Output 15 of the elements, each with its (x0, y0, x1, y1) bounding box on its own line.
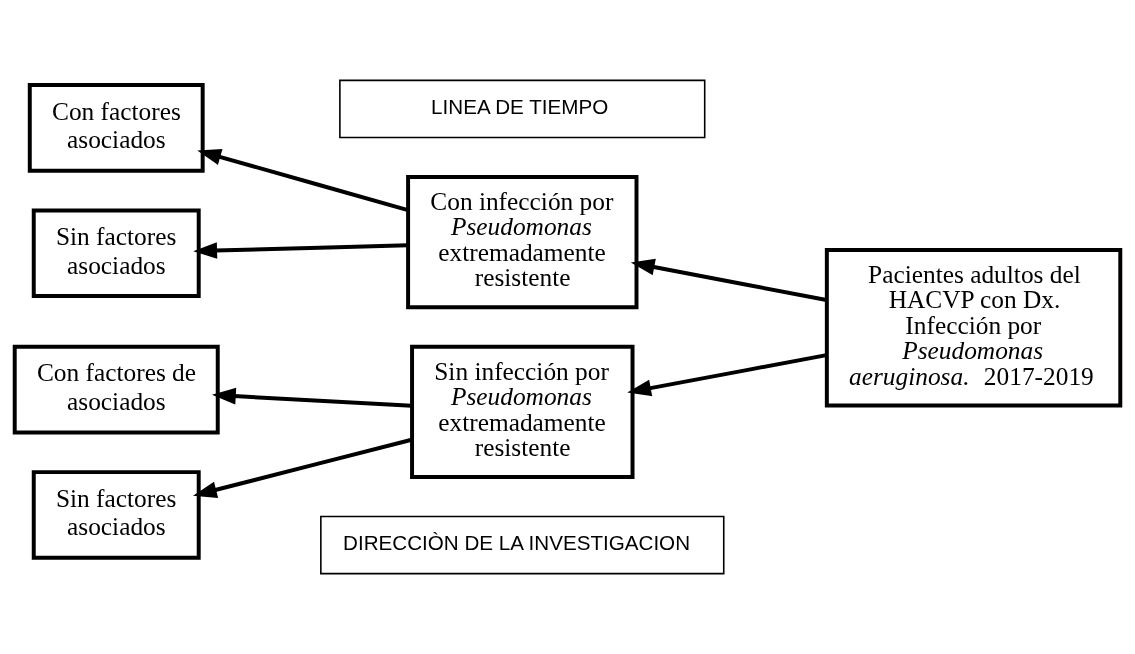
arrow (197, 148, 409, 213)
arrow (630, 258, 827, 302)
node-box: Sin factores asociados (31, 208, 201, 299)
arrow (193, 242, 408, 259)
node-box: Pacientes adultos del HACVP con Dx. Infección por Pseudomonas aeruginosa. 2017-2019 (824, 248, 1123, 408)
node-box: Con factores asociados (27, 83, 205, 173)
node-box: LINEA DE TIEMPO (339, 79, 706, 139)
node-box: DIRECCIÒN DE LA INVESTIGACION (320, 515, 725, 575)
arrow (193, 437, 413, 498)
arrow (627, 353, 827, 397)
arrow (211, 387, 412, 408)
node-box: Sin factores asociados (31, 470, 201, 560)
node-box: Con infección por Pseudomonas extremadamente resistente (406, 175, 639, 310)
node-box: Con factores de asociados (12, 344, 220, 435)
node-box: Sin infección por Pseudomonas extremadamente resistente (410, 344, 635, 479)
